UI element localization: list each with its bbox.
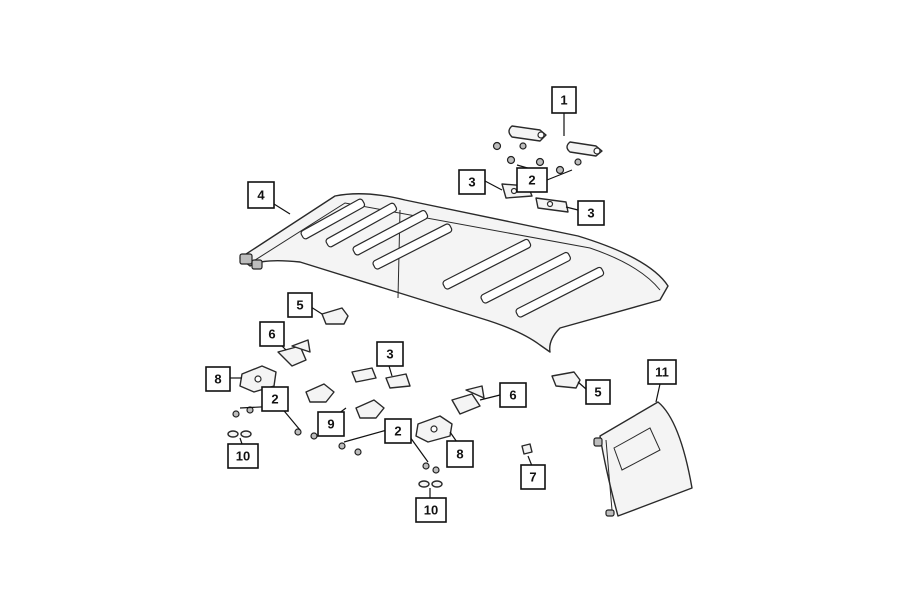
callout-2-top: 2	[516, 167, 548, 193]
callout-5-left: 5	[287, 292, 313, 318]
part-3-bracket-upper-right	[535, 197, 569, 213]
callout-2-lower-left: 2	[261, 386, 289, 412]
hardtop-panel	[239, 193, 669, 353]
callout-5-right-label: 5	[594, 385, 601, 400]
callout-2-top-label: 2	[528, 173, 535, 188]
callout-7: 7	[520, 464, 546, 490]
callout-6-left-label: 6	[268, 327, 275, 342]
callout-2-lower-middle: 2	[384, 418, 412, 444]
screws-lower-left	[232, 406, 318, 440]
callout-3-top-left-label: 3	[468, 175, 475, 190]
callout-9: 9	[317, 411, 345, 437]
callout-4: 4	[247, 181, 275, 209]
callout-4-label: 4	[257, 188, 265, 203]
callout-10-left-label: 10	[236, 449, 250, 464]
part-1-strap-left	[508, 125, 547, 142]
part-6-hinge-left	[277, 339, 311, 367]
callout-2-lower-middle-label: 2	[394, 424, 401, 439]
part-11-storage-bag	[593, 401, 693, 517]
callout-6-right: 6	[499, 382, 527, 408]
callout-3-top-left: 3	[458, 169, 486, 195]
screws-top-group	[492, 141, 582, 175]
callout-11: 11	[647, 359, 677, 385]
callout-8-right: 8	[446, 440, 474, 468]
part-5-latch-right	[551, 371, 581, 389]
callout-10-right: 10	[415, 497, 447, 523]
callout-6-right-label: 6	[509, 388, 516, 403]
callout-1-label: 1	[560, 93, 567, 108]
part-10-caps-right	[418, 480, 443, 488]
callout-7-label: 7	[529, 470, 536, 485]
callout-5-left-label: 5	[296, 298, 303, 313]
part-9-hinge-right	[355, 399, 385, 419]
callout-2-lower-left-label: 2	[271, 392, 278, 407]
screws-lower-middle	[338, 442, 440, 474]
hardtop-ribs	[300, 198, 605, 318]
callout-8-left-label: 8	[214, 372, 221, 387]
callout-9-label: 9	[327, 417, 334, 432]
part-8-latch-assembly-left	[239, 365, 277, 393]
callout-3-top-right: 3	[577, 200, 605, 226]
callout-10-right-label: 10	[424, 503, 438, 518]
callout-1: 1	[551, 86, 577, 114]
callout-5-right: 5	[585, 379, 611, 405]
part-7-clip	[521, 443, 533, 455]
part-3-bracket-middle-right	[385, 373, 411, 389]
part-1-strap-right	[566, 141, 603, 157]
callout-3-middle-label: 3	[386, 347, 393, 362]
callout-10-left: 10	[227, 443, 259, 469]
leader-lines	[228, 112, 661, 500]
callout-8-left: 8	[205, 366, 231, 392]
part-9-hinge-left	[305, 383, 335, 403]
part-3-bracket-middle-left	[351, 367, 377, 383]
callout-8-right-label: 8	[456, 447, 463, 462]
part-8-latch-assembly-right	[415, 415, 453, 443]
part-6-hinge-right	[451, 385, 485, 415]
callout-6-left: 6	[259, 321, 285, 347]
callout-3-top-right-label: 3	[587, 206, 594, 221]
callout-11-label: 11	[655, 365, 669, 380]
part-5-latch-left	[321, 307, 349, 325]
callout-3-middle: 3	[376, 341, 404, 367]
part-10-caps-left	[227, 430, 252, 438]
